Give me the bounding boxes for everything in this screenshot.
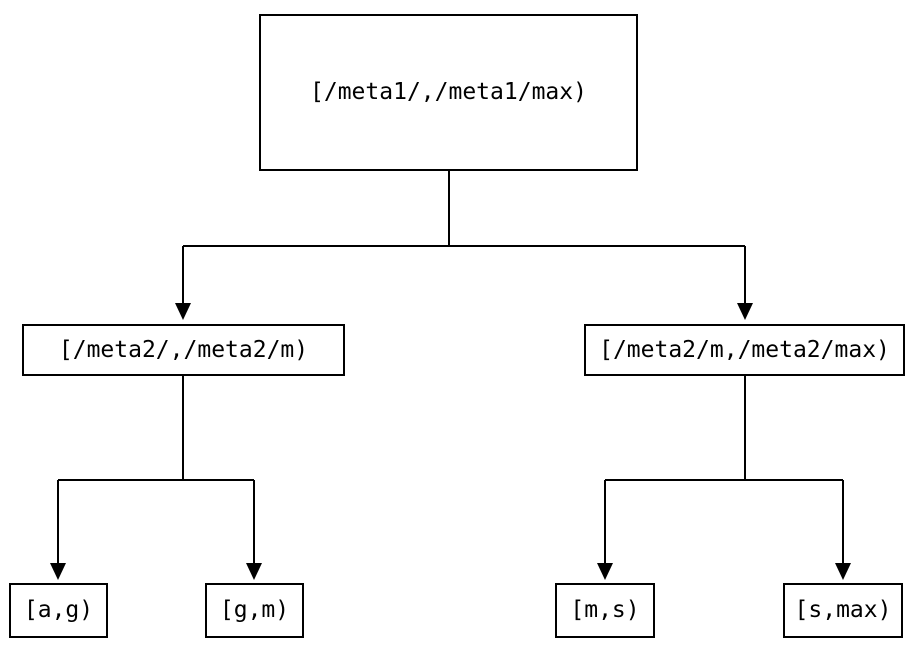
edge-root-to-children: [182, 171, 746, 303]
arrowhead-down-icon: [597, 563, 613, 580]
edge-right-to-leaves: [604, 376, 844, 563]
node-leaf-ms: [m,s): [555, 583, 655, 638]
node-leaf-smax: [s,max): [783, 583, 903, 638]
arrowhead-down-icon: [175, 303, 191, 320]
edge-left-to-leaves: [57, 376, 255, 563]
arrowhead-down-icon: [737, 303, 753, 320]
arrowhead-down-icon: [835, 563, 851, 580]
node-leaf-gm: [g,m): [205, 583, 304, 638]
node-leaf-ag: [a,g): [9, 583, 108, 638]
node-left-range: [/meta2/,/meta2/m): [22, 324, 345, 376]
arrowhead-down-icon: [246, 563, 262, 580]
node-root-range: [/meta1/,/meta1/max): [259, 14, 638, 171]
node-right-range: [/meta2/m,/meta2/max): [584, 324, 905, 376]
arrowheads: [50, 303, 851, 580]
arrowhead-down-icon: [50, 563, 66, 580]
